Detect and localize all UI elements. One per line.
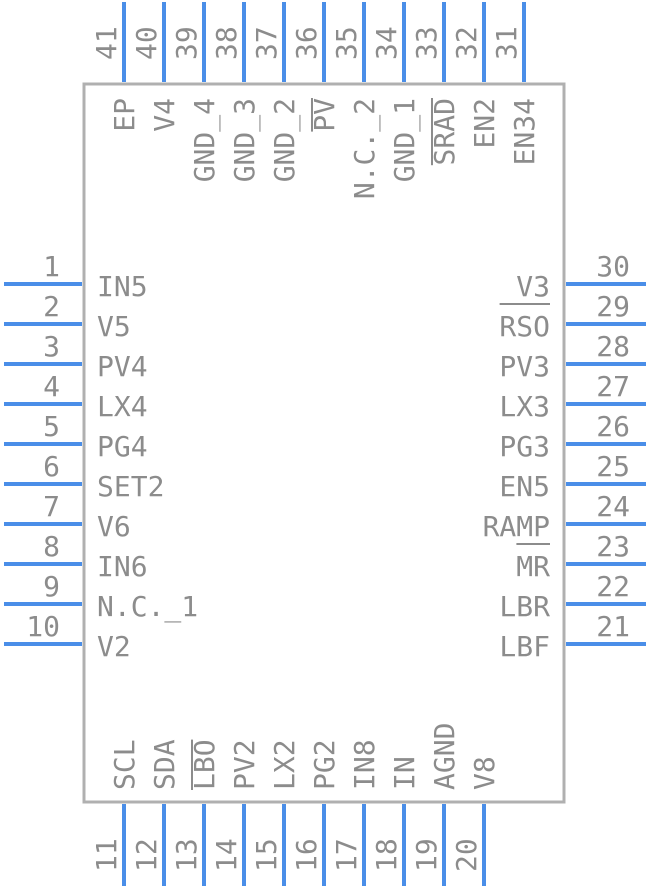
pin-12-number: 12 (130, 838, 163, 872)
pin-8-number: 8 (43, 530, 60, 563)
pin-21-name: LBF (499, 630, 550, 663)
pin-1-name: IN5 (97, 270, 148, 303)
pin-38-number: 38 (210, 26, 243, 60)
pin-23-number: 23 (596, 530, 630, 563)
pin-6-name: SET2 (97, 470, 164, 503)
pin-25-name: EN5 (499, 470, 550, 503)
pin-1-number: 1 (43, 250, 60, 283)
pin-28-number: 28 (596, 330, 630, 363)
pin-33-number: 33 (410, 26, 443, 60)
pin-16-name: PG2 (308, 739, 341, 790)
pin-6-number: 6 (43, 450, 60, 483)
pin-3-name: PV4 (97, 350, 148, 383)
pin-39-name: GND_4 (188, 98, 222, 182)
pin-5-name: PG4 (97, 430, 148, 463)
pin-7-number: 7 (43, 490, 60, 523)
pin-4-name: LX4 (97, 390, 148, 423)
pin-27-number: 27 (596, 370, 630, 403)
pin-15-number: 15 (250, 838, 283, 872)
pin-12-name: SDA (148, 739, 181, 790)
pin-24-name: RAMP (483, 510, 550, 543)
pin-41-number: 41 (90, 26, 123, 60)
pin-29-name: RSO (499, 310, 550, 343)
pin-25-number: 25 (596, 450, 630, 483)
pin-11-number: 11 (90, 838, 123, 872)
pin-31-name: EN34 (508, 98, 541, 165)
pin-9-name: N.C._1 (97, 590, 198, 624)
pin-32-number: 32 (450, 26, 483, 60)
pin-28-name: PV3 (499, 350, 550, 383)
pin-15-name: LX2 (268, 739, 301, 790)
pin-23-name: MR (516, 550, 550, 583)
pin-19-number: 19 (410, 838, 443, 872)
pin-9-number: 9 (43, 570, 60, 603)
pin-7-name: V6 (97, 510, 131, 543)
pin-27-name: LX3 (499, 390, 550, 423)
pin-5-number: 5 (43, 410, 60, 443)
pin-11-name: SCL (108, 739, 141, 790)
pin-2-number: 2 (43, 290, 60, 323)
pin-35-name: N.C._2 (348, 98, 382, 199)
pin-20-name: V8 (468, 756, 501, 790)
pin-36-number: 36 (290, 26, 323, 60)
pin-14-name: PV2 (228, 739, 261, 790)
pin-40-name: V4 (148, 98, 181, 132)
pin-22-number: 22 (596, 570, 630, 603)
pin-41-name: EP (108, 98, 141, 132)
pin-19-name: AGND (428, 723, 461, 790)
pin-37-name: GND_2 (268, 98, 302, 182)
pin-34-name: GND_1 (388, 98, 422, 182)
pin-13-number: 13 (170, 838, 203, 872)
pin-4-number: 4 (43, 370, 60, 403)
pin-40-number: 40 (130, 26, 163, 60)
pin-3-number: 3 (43, 330, 60, 363)
pin-22-name: LBR (499, 590, 550, 623)
pin-34-number: 34 (370, 26, 403, 60)
pin-16-number: 16 (290, 838, 323, 872)
pin-2-name: V5 (97, 310, 131, 343)
pin-17-number: 17 (330, 838, 363, 872)
pin-26-number: 26 (596, 410, 630, 443)
pin-26-name: PG3 (499, 430, 550, 463)
pin-33-name: SRAD (428, 98, 461, 165)
pin-37-number: 37 (250, 26, 283, 60)
pin-31-number: 31 (490, 26, 523, 60)
pin-18-number: 18 (370, 838, 403, 872)
pin-18-name: IN (388, 756, 421, 790)
pin-39-number: 39 (170, 26, 203, 60)
pin-30-name: V3 (516, 270, 550, 303)
pin-32-name: EN2 (468, 98, 501, 149)
pin-24-number: 24 (596, 490, 630, 523)
pin-38-name: GND_3 (228, 98, 262, 182)
pin-13-name: LBO (188, 739, 221, 790)
ic-body-outline (82, 82, 566, 804)
pin-10-number: 10 (26, 610, 60, 643)
pin-30-number: 30 (596, 250, 630, 283)
pin-8-name: IN6 (97, 550, 148, 583)
pin-21-number: 21 (596, 610, 630, 643)
pin-36-name: PV (308, 98, 341, 132)
pin-20-number: 20 (450, 838, 483, 872)
pin-10-name: V2 (97, 630, 131, 663)
pin-17-name: IN8 (348, 739, 381, 790)
pin-29-number: 29 (596, 290, 630, 323)
pin-35-number: 35 (330, 26, 363, 60)
pin-14-number: 14 (210, 838, 243, 872)
